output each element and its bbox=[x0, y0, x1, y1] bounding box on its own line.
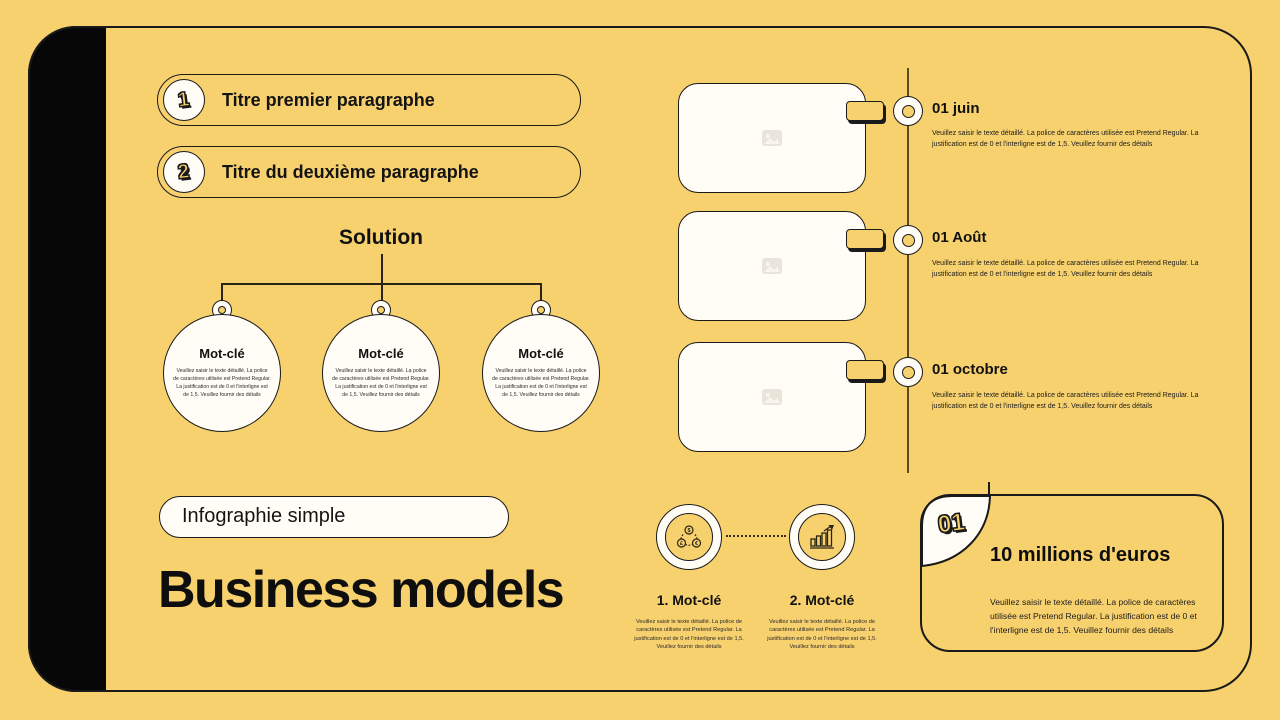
number-badge: 2 bbox=[163, 151, 205, 193]
image-placeholder-icon bbox=[762, 389, 782, 405]
card-tab bbox=[846, 229, 884, 249]
tree-stub-line bbox=[540, 283, 542, 302]
timeline-card-3 bbox=[678, 342, 884, 452]
notebook-spine bbox=[28, 26, 106, 692]
card-tab bbox=[846, 101, 884, 121]
solution-node-3: Mot-clé Veuillez saisir le texte détaill… bbox=[482, 314, 600, 432]
keyword-body-1: Veuillez saisir le texte détaillé. La po… bbox=[634, 619, 744, 651]
node-body: Veuillez saisir le texte détaillé. La po… bbox=[332, 368, 430, 399]
tree-stub-line bbox=[380, 283, 383, 302]
badge-number: 2 bbox=[177, 159, 192, 184]
image-placeholder-icon bbox=[762, 258, 782, 274]
paragraph-title: Titre premier paragraphe bbox=[222, 89, 435, 110]
node-body: Veuillez saisir le texte détaillé. La po… bbox=[173, 368, 271, 399]
timeline-marker bbox=[893, 357, 923, 387]
svg-text:$: $ bbox=[687, 528, 690, 534]
keyword-circle-2 bbox=[789, 504, 855, 570]
timeline-card-1 bbox=[678, 83, 884, 193]
node-title: Mot-clé bbox=[518, 346, 564, 361]
timeline-date: 01 octobre bbox=[932, 361, 1008, 378]
keyword-connector-line bbox=[726, 535, 786, 537]
timeline-body: Veuillez saisir le texte détaillé. La po… bbox=[932, 392, 1199, 411]
svg-text:€: € bbox=[695, 541, 698, 547]
petal-shape bbox=[921, 495, 992, 568]
timeline-date: 01 juin bbox=[932, 100, 980, 117]
keyword-label-1: 1. Mot-clé bbox=[656, 592, 722, 608]
page-panel bbox=[28, 26, 1252, 692]
node-body: Veuillez saisir le texte détaillé. La po… bbox=[492, 368, 590, 399]
highlight-number: 01 bbox=[936, 508, 967, 539]
solution-title: Solution bbox=[339, 226, 423, 249]
paragraph-pill-1: 1 Titre premier paragraphe bbox=[157, 74, 581, 126]
page-title: Business models bbox=[158, 561, 565, 619]
timeline-marker bbox=[893, 225, 923, 255]
timeline-axis bbox=[907, 68, 909, 473]
highlight-title: 10 millions d'euros bbox=[990, 544, 1171, 566]
timeline-marker bbox=[893, 96, 923, 126]
keyword-body-2: Veuillez saisir le texte détaillé. La po… bbox=[767, 619, 877, 651]
highlight-body: Veuillez saisir le texte détaillé. La po… bbox=[990, 597, 1197, 635]
paragraph-pill-2: 2 Titre du deuxième paragraphe bbox=[157, 146, 581, 198]
timeline-card-2 bbox=[678, 211, 884, 321]
growth-chart-icon bbox=[810, 525, 834, 549]
number-badge: 1 bbox=[163, 79, 205, 121]
tree-trunk-line bbox=[380, 254, 383, 283]
tree-stub-line bbox=[221, 283, 223, 302]
timeline-body: Veuillez saisir le texte détaillé. La po… bbox=[932, 260, 1199, 279]
node-title: Mot-clé bbox=[358, 346, 404, 361]
svg-text:£: £ bbox=[680, 541, 683, 547]
subtitle-tag: Infographie simple bbox=[159, 496, 509, 538]
card-tab bbox=[846, 360, 884, 380]
timeline-body: Veuillez saisir le texte détaillé. La po… bbox=[932, 130, 1199, 149]
currency-exchange-icon: $ £ € bbox=[676, 525, 702, 548]
keyword-circle-1: $ £ € bbox=[656, 504, 722, 570]
node-title: Mot-clé bbox=[199, 346, 245, 361]
badge-number: 1 bbox=[177, 87, 192, 112]
solution-node-2: Mot-clé Veuillez saisir le texte détaill… bbox=[322, 314, 440, 432]
solution-node-1: Mot-clé Veuillez saisir le texte détaill… bbox=[163, 314, 281, 432]
highlight-card: 01 10 millions d'euros Veuillez saisir l… bbox=[920, 482, 1224, 652]
paragraph-title: Titre du deuxième paragraphe bbox=[222, 161, 479, 182]
image-placeholder-icon bbox=[762, 130, 782, 146]
keyword-label-2: 2. Mot-clé bbox=[789, 592, 855, 608]
timeline-date: 01 Août bbox=[932, 229, 987, 246]
petal-stem-line bbox=[988, 482, 990, 496]
